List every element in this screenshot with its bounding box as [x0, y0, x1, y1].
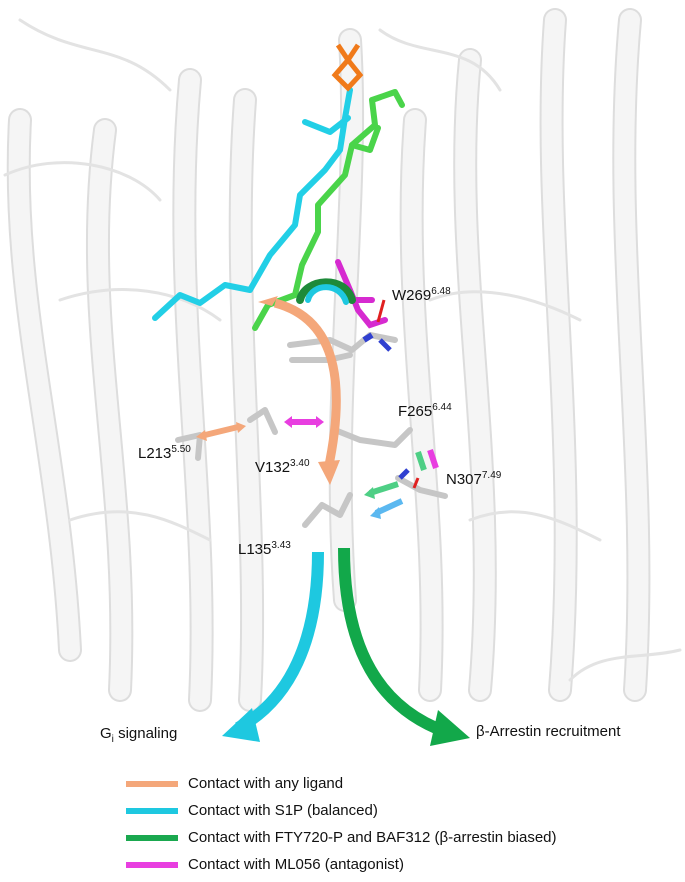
legend-item-ml056: Contact with ML056 (antagonist) — [126, 851, 557, 878]
legend-swatch-ml056 — [126, 862, 178, 868]
arrestin-recruitment-label: β-Arrestin recruitment — [476, 723, 621, 740]
w269-rotation-arrows — [300, 282, 352, 302]
residue-label-w269: W2696.48 — [392, 286, 451, 304]
legend-label: Contact with any ligand — [188, 775, 343, 792]
legend: Contact with any ligand Contact with S1P… — [126, 770, 557, 878]
residue-label-v132: V1323.40 — [255, 458, 310, 476]
residue-label-l135: L1353.43 — [238, 540, 291, 558]
legend-item-any-ligand: Contact with any ligand — [126, 770, 557, 797]
legend-swatch-fty720p-baf312 — [126, 835, 178, 841]
gi-signaling-arrow — [222, 552, 318, 742]
legend-item-s1p: Contact with S1P (balanced) — [126, 797, 557, 824]
arrestin-recruitment-arrow — [344, 548, 470, 746]
legend-swatch-any-ligand — [126, 781, 178, 787]
ligand-fty720p — [255, 92, 402, 328]
legend-label: Contact with FTY720-P and BAF312 (β-arre… — [188, 829, 557, 846]
legend-item-fty720p-baf312: Contact with FTY720-P and BAF312 (β-arre… — [126, 824, 557, 851]
gi-signaling-label: Gi signaling — [100, 725, 177, 745]
residue-label-f265: F2656.44 — [398, 402, 452, 420]
orange-contact-arrows — [196, 296, 340, 485]
legend-label: Contact with ML056 (antagonist) — [188, 856, 404, 873]
legend-label: Contact with S1P (balanced) — [188, 802, 378, 819]
legend-swatch-s1p — [126, 808, 178, 814]
